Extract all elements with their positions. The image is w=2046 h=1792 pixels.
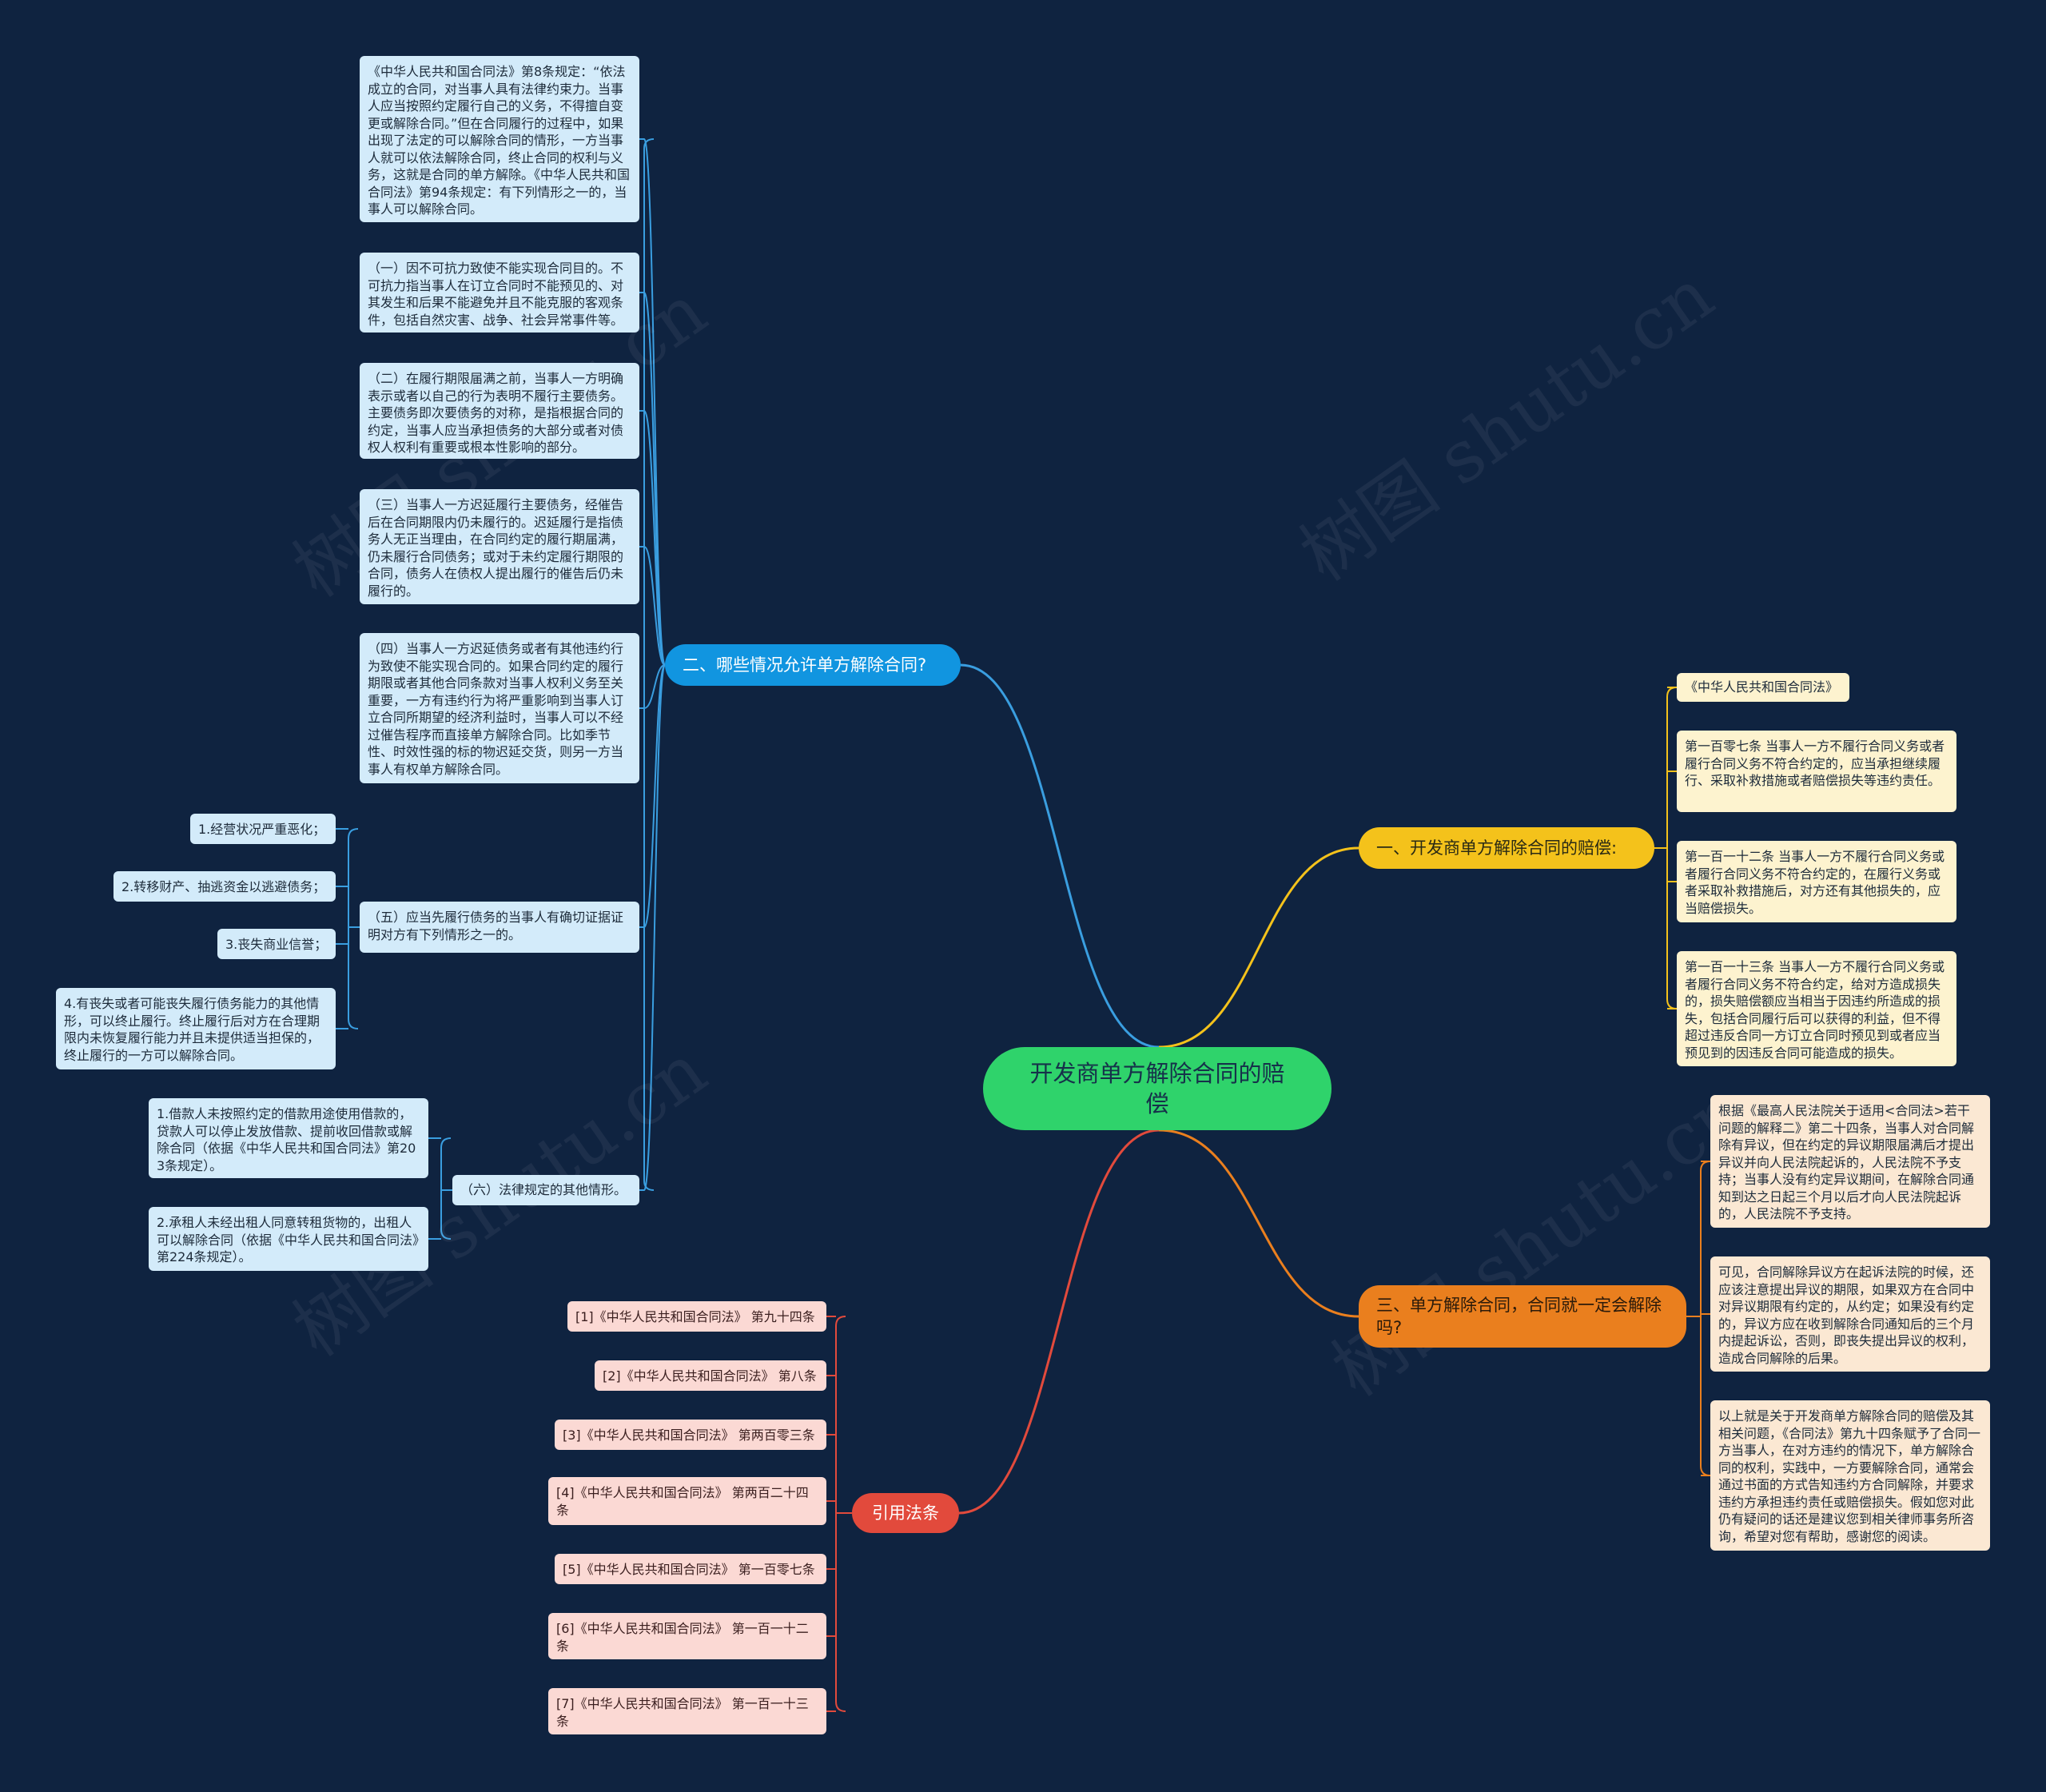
bracket-line — [348, 828, 359, 1029]
branch-two-item-5[interactable]: （四）当事人一方迟延债务或者有其他违约行为致使不能实现合同的。如果合同约定的履行… — [360, 633, 639, 783]
sub-five-item-4[interactable]: 4.有丧失或者可能丧失履行债务能力的其他情形，可以终止履行。终止履行后对方在合理… — [56, 988, 336, 1069]
branch-two-item-2[interactable]: （一）因不可抗力致使不能实现合同目的。不可抗力指当事人在订立合同时不能预见的、对… — [360, 253, 639, 333]
citation-item-5[interactable]: [5]《中华人民共和国合同法》 第一百零七条 — [555, 1554, 826, 1584]
root-topic[interactable]: 开发商单方解除合同的赔偿 — [983, 1047, 1331, 1130]
branch-two-item-4[interactable]: （三）当事人一方迟延履行主要债务，经催告后在合同期限内仍未履行的。迟延履行是指债… — [360, 489, 639, 604]
branch-two-item-1[interactable]: 《中华人民共和国合同法》第8条规定：“依法成立的合同，对当事人具有法律约束力。当… — [360, 56, 639, 222]
sub-six-item-1[interactable]: 1.借款人未按照约定的借款用途使用借款的，贷款人可以停止发放借款、提前收回借款或… — [149, 1098, 428, 1178]
branch-one-item-1[interactable]: 《中华人民共和国合同法》 — [1677, 673, 1849, 702]
sub-five-item-3[interactable]: 3.丧失商业信誉； — [217, 929, 336, 959]
branch-two-topic[interactable]: 二、哪些情况允许单方解除合同? — [665, 644, 961, 686]
branch-one-item-4[interactable]: 第一百一十三条 当事人一方不履行合同义务或者履行合同义务不符合约定，给对方造成损… — [1677, 951, 1956, 1066]
connector-line — [643, 546, 666, 666]
branch-one-item-2[interactable]: 第一百零七条 当事人一方不履行合同义务或者履行合同义务不符合约定的，应当承担继续… — [1677, 731, 1956, 812]
sub-six-item-2[interactable]: 2.承租人未经出租人同意转租货物的，出租人可以解除合同（依据《中华人民共和国合同… — [149, 1207, 428, 1271]
branch-one-item-3[interactable]: 第一百一十二条 当事人一方不履行合同义务或者履行合同义务不符合约定的，在履行义务… — [1677, 841, 1956, 922]
bracket-line — [1700, 1161, 1711, 1476]
connector-line — [643, 410, 666, 666]
citation-item-4[interactable]: [4]《中华人民共和国合同法》 第两百二十四条 — [548, 1477, 826, 1525]
branch-three-item-3[interactable]: 以上就是关于开发商单方解除合同的赔偿及其相关问题，《合同法》第九十四条赋予了合同… — [1710, 1400, 1990, 1551]
citation-item-2[interactable]: [2]《中华人民共和国合同法》 第八条 — [595, 1360, 826, 1391]
citation-item-1[interactable]: [1]《中华人民共和国合同法》 第九十四条 — [567, 1301, 826, 1332]
branch-two-item-6[interactable]: （五）应当先履行债务的当事人有确切证据证明对方有下列情形之一的。 — [360, 902, 639, 953]
citation-item-6[interactable]: [6]《中华人民共和国合同法》 第一百一十二条 — [548, 1613, 826, 1659]
branch-three-item-1[interactable]: 根据《最高人民法院关于适用<合同法>若干问题的解释二》第二十四条，当事人对合同解… — [1710, 1095, 1990, 1228]
citation-item-7[interactable]: [7]《中华人民共和国合同法》 第一百一十三条 — [548, 1688, 826, 1734]
branch-two-item-7[interactable]: （六）法律规定的其他情形。 — [452, 1175, 639, 1205]
citations-topic[interactable]: 引用法条 — [852, 1493, 959, 1533]
connector-line — [960, 663, 1160, 1049]
connector-line — [643, 664, 666, 709]
connector-line — [1158, 1129, 1359, 1318]
sub-five-item-2[interactable]: 2.转移财产、抽逃资金以逃避债务； — [113, 871, 336, 902]
connector-line — [643, 664, 666, 1191]
connector-line — [958, 1129, 1160, 1515]
connector-line — [643, 138, 666, 666]
connector-line — [643, 664, 666, 928]
branch-three-item-2[interactable]: 可见，合同解除异议方在起诉法院的时候，还应该注意提出异议的期限，如果双方在合同中… — [1710, 1256, 1990, 1372]
branch-three-topic[interactable]: 三、单方解除合同，合同就一定会解除吗? — [1359, 1285, 1686, 1348]
citation-item-3[interactable]: [3]《中华人民共和国合同法》 第两百零三条 — [555, 1420, 826, 1450]
bracket-line — [1666, 687, 1678, 1009]
sub-five-item-1[interactable]: 1.经营状况严重恶化； — [190, 814, 336, 844]
branch-one-topic[interactable]: 一、开发商单方解除合同的赔偿: — [1359, 827, 1654, 869]
bracket-line — [643, 138, 655, 1191]
bracket-line — [440, 1137, 452, 1240]
connector-line — [1158, 846, 1359, 1049]
branch-two-item-3[interactable]: （二）在履行期限届满之前，当事人一方明确表示或者以自己的行为表明不履行主要债务。… — [360, 363, 639, 459]
